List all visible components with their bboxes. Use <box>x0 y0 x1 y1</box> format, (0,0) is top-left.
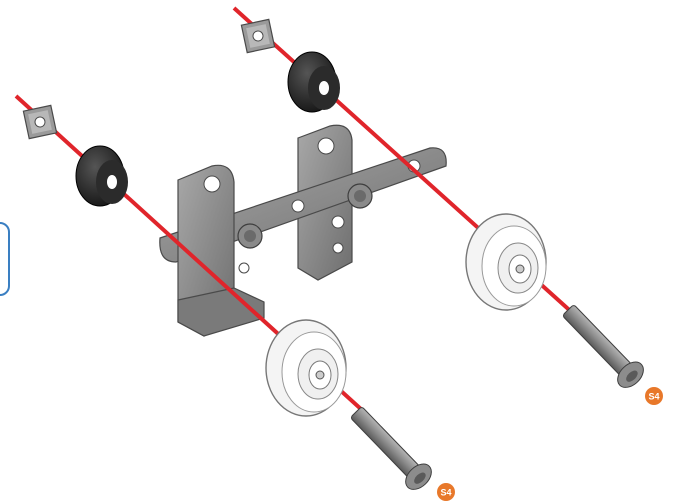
bracket-screw-head-left <box>238 224 262 248</box>
pulley-icon <box>266 320 346 416</box>
part-badge-left: S4 <box>437 483 455 501</box>
spacer-icon <box>76 146 128 206</box>
square-nut-icon <box>23 105 56 138</box>
screw-label-right: S4 <box>648 392 659 402</box>
pulley-icon <box>466 214 546 310</box>
part-badge-right: S4 <box>645 387 663 405</box>
spacer-icon <box>288 52 340 112</box>
screw-icon <box>345 402 436 495</box>
screw-icon <box>557 300 648 393</box>
screw-label-left: S4 <box>440 488 451 498</box>
square-nut-icon <box>241 19 274 52</box>
bracket-screw-head-right <box>348 184 372 208</box>
